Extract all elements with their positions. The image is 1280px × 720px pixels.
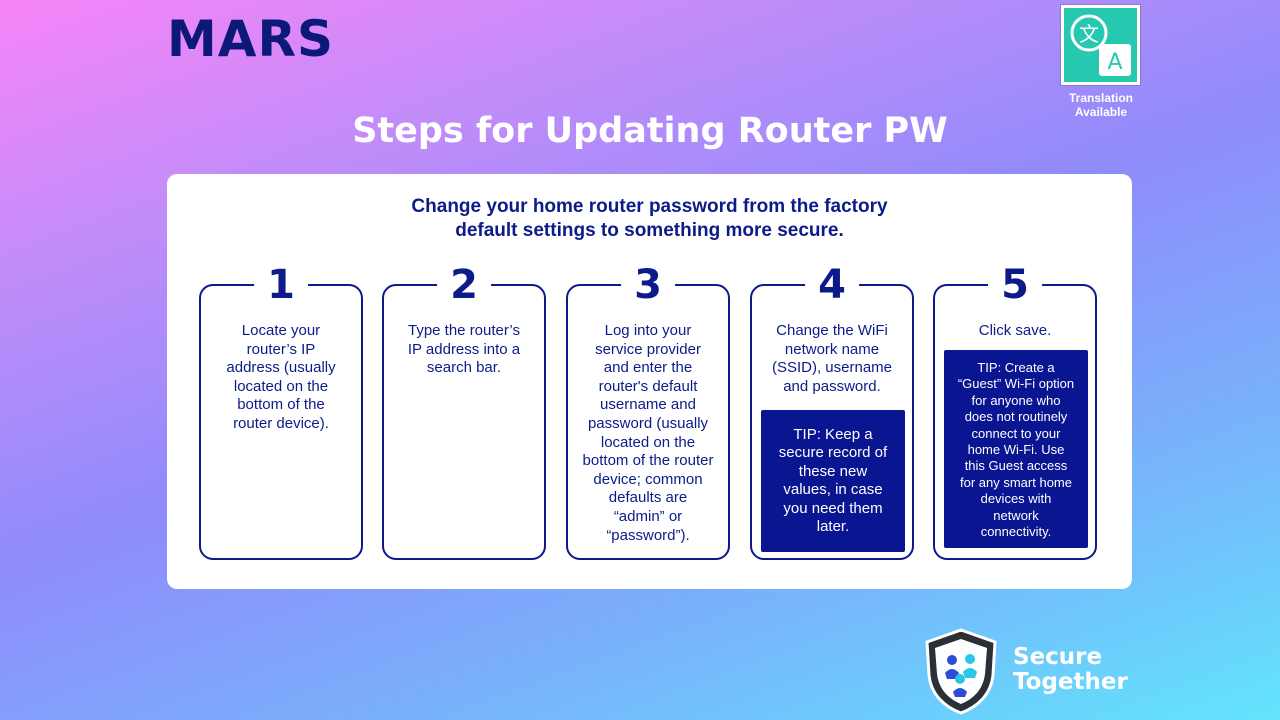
text-line: does not routinely: [964, 409, 1068, 425]
step-number: 4: [805, 262, 859, 308]
step-number: 2: [437, 262, 491, 308]
text-line: username and: [600, 396, 696, 414]
secure-together-shield-icon: [921, 627, 1001, 715]
translate-glyph-left: 文: [1079, 22, 1099, 46]
text-line: address (usually: [226, 359, 336, 377]
text-line: Change the WiFi: [776, 322, 888, 339]
text-line: secure record of: [778, 444, 888, 462]
text-line: bottom of the: [237, 396, 325, 414]
text-line: you need them: [783, 499, 883, 517]
text-line: TIP: Keep a: [793, 426, 873, 443]
text-line: search bar.: [426, 359, 502, 377]
text-line: connectivity.: [980, 524, 1052, 540]
text-line: router device).: [233, 414, 329, 432]
text-line: “password”).: [606, 526, 690, 544]
text-line: and enter the: [603, 359, 693, 377]
text-line: for anyone who: [971, 392, 1061, 408]
text-line: router’s IP: [246, 340, 316, 358]
text-line: bottom of the router: [582, 452, 714, 470]
steps-card: Change your home router password from th…: [167, 174, 1132, 589]
step-5: 5 Click save. TIP: Create a“Guest” Wi-Fi…: [933, 262, 1097, 560]
text-line: IP address into a: [407, 340, 521, 358]
step-description: Click save.: [939, 322, 1091, 341]
text-line: “Guest” Wi-Fi option: [957, 376, 1075, 392]
text-line: located on the: [233, 377, 329, 395]
text-line: Locate your: [241, 322, 321, 339]
subtitle-line: Change your home router password from th…: [411, 196, 888, 217]
text-line: and password.: [783, 377, 881, 395]
translate-glyph-right: A: [1107, 50, 1122, 75]
text-line: router's default: [598, 377, 698, 395]
text-line: Log into your: [604, 322, 692, 339]
text-line: defaults are: [608, 489, 688, 507]
text-line: later.: [816, 518, 850, 536]
text-line: “admin” or: [613, 507, 683, 525]
translate-button[interactable]: 文 A: [1061, 5, 1140, 85]
page-title: Steps for Updating Router PW: [352, 111, 948, 151]
text-line: network name: [784, 340, 880, 358]
translate-icon: 文 A: [1070, 14, 1131, 76]
mars-logo: MARS: [167, 10, 334, 68]
text-line: TIP: Create a: [977, 360, 1055, 375]
step-number: 1: [254, 262, 308, 308]
text-line: service provider: [595, 340, 701, 358]
text-line: these new: [798, 462, 868, 480]
text-line: for any smart home: [960, 474, 1072, 490]
text-line: device; common: [593, 470, 703, 488]
translation-available-label: Translation Available: [1068, 91, 1133, 119]
text-line: values, in case: [783, 481, 883, 499]
secure-together-brand: Secure Together: [1013, 645, 1128, 695]
text-line: Click save.: [978, 322, 1052, 339]
step-number: 5: [988, 262, 1042, 308]
text-line: home Wi-Fi. Use: [967, 442, 1065, 458]
text-line: (SSID), username: [771, 359, 893, 377]
step-number: 3: [621, 262, 675, 308]
text-line: located on the: [600, 433, 696, 451]
brand-line: Together: [1013, 669, 1128, 695]
text-line: devices with: [980, 491, 1052, 507]
brand-line: Secure: [1013, 644, 1103, 670]
subtitle-line: default settings to something more secur…: [455, 220, 844, 241]
card-subtitle: Change your home router password from th…: [167, 195, 1132, 243]
text-line: password (usually: [587, 414, 709, 432]
text-line: connect to your: [971, 425, 1061, 441]
text-line: Type the router’s: [407, 322, 520, 339]
text-line: this Guest access: [964, 458, 1068, 474]
text-line: network: [993, 507, 1039, 523]
